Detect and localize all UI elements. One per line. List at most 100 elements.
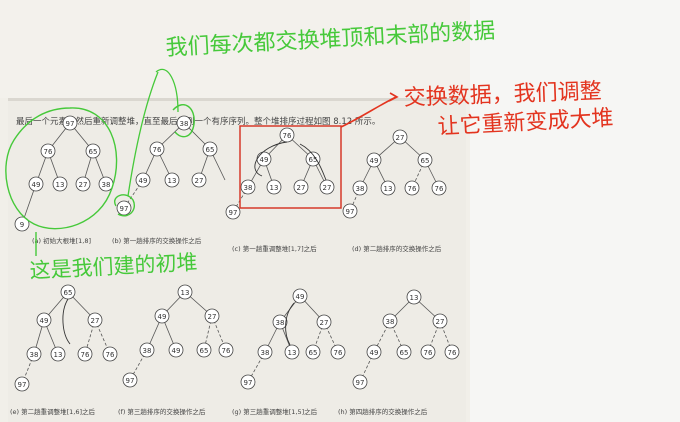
node: 13 [164,172,180,188]
node: 13 [266,179,282,195]
svg-text:49: 49 [370,157,379,165]
svg-text:65: 65 [206,146,215,154]
svg-text:13: 13 [56,181,65,189]
caption-g: (g) 第三趟重调整堆[1,5]之后 [232,407,318,416]
heap-g-nodes: 49 38 27 38 13 65 76 97 [240,288,346,390]
node: 49 [366,344,382,360]
node: 27 [204,308,220,324]
svg-text:97: 97 [346,208,355,216]
heap-g [247,295,339,383]
svg-text:27: 27 [297,184,306,192]
node: 27 [392,129,408,145]
green-loop-bottom [114,194,135,217]
node: 65 [60,284,76,300]
node: 13 [406,289,422,305]
node: 65 [202,141,218,157]
node: 38 [98,176,114,192]
heap-c [232,134,328,213]
handwritten-note-top: 我们每次都交换堆顶和末部的数据 [165,19,496,61]
intro-text: 最后一个元素，然后重新调整堆，直至最后得到一个有序序列。整个堆排序过程如图 8.… [16,116,380,127]
node: 97 [116,200,132,216]
node: 76 [330,344,346,360]
node: 27 [293,179,309,195]
svg-text:76: 76 [44,148,53,156]
node: 49 [292,288,308,304]
heap-f [129,291,227,381]
svg-text:49: 49 [158,313,167,321]
caption-b: (b) 第一趟排序的交换操作之后 [112,236,202,245]
node: 38 [240,179,256,195]
node: 27 [87,312,103,328]
svg-text:27: 27 [396,134,405,142]
svg-text:13: 13 [410,294,419,302]
svg-text:27: 27 [195,177,204,185]
svg-text:76: 76 [106,351,115,359]
node: 13 [284,344,300,360]
node: 76 [102,346,118,362]
heap-f-nodes: 13 49 27 38 49 65 76 97 [122,284,234,388]
node: 38 [176,115,192,131]
node: 97 [342,203,358,219]
svg-text:76: 76 [81,351,90,359]
green-loop-top [172,104,195,138]
node: 27 [432,313,448,329]
caption-e: (e) 第二趟重调整堆[1,6]之后 [10,407,96,416]
svg-text:13: 13 [168,177,177,185]
svg-text:27: 27 [323,184,332,192]
node: 97 [352,374,368,390]
svg-text:76: 76 [334,349,343,357]
node: 38 [26,346,42,362]
caption-a: (a) 初始大根堆[1,8] [32,236,91,245]
node: 97 [62,115,78,131]
svg-text:97: 97 [120,205,129,213]
node: 76 [77,346,93,362]
svg-text:13: 13 [288,349,297,357]
svg-text:38: 38 [244,184,253,192]
svg-text:97: 97 [66,120,75,128]
svg-text:38: 38 [180,120,189,128]
svg-text:65: 65 [400,349,409,357]
textbook-scan [8,98,466,422]
notebook-background [470,0,680,422]
svg-text:97: 97 [229,209,238,217]
node: 49 [366,152,382,168]
svg-text:13: 13 [54,351,63,359]
svg-text:65: 65 [200,347,209,355]
heap-b-nodes: 38 76 65 49 13 27 97 [116,115,218,216]
handwritten-note-left: 这是我们建的初堆 [29,250,198,283]
swap-arrow-g [285,302,295,346]
svg-text:97: 97 [244,379,253,387]
handwritten-note-right-2: 让它重新变成大堆 [437,106,614,140]
svg-text:38: 38 [261,349,270,357]
node: 76 [431,180,447,196]
node: 97 [240,374,256,390]
svg-text:38: 38 [102,181,111,189]
node: 27 [75,176,91,192]
node: 9 [14,216,30,232]
node: 13 [177,284,193,300]
svg-text:49: 49 [370,349,379,357]
svg-text:38: 38 [30,351,39,359]
svg-text:27: 27 [320,319,329,327]
caption-f: (f) 第三趟排序的交换操作之后 [118,407,206,416]
green-connector [127,71,159,197]
svg-text:65: 65 [64,289,73,297]
green-loop-initial-heap [5,107,118,230]
heap-d [349,136,440,212]
red-arrowhead [388,92,399,102]
node: 49 [256,151,272,167]
svg-text:97: 97 [356,379,365,387]
svg-text:65: 65 [89,148,98,156]
node: 27 [191,172,207,188]
caption-c: (c) 第一趟重调整堆[1,7]之后 [232,244,317,253]
green-connector-2 [155,68,179,113]
svg-text:76: 76 [435,185,444,193]
red-highlight-box [239,125,342,209]
svg-text:38: 38 [356,185,365,193]
svg-text:97: 97 [126,377,135,385]
node: 65 [417,152,433,168]
node: 38 [382,313,398,329]
node: 49 [36,312,52,328]
svg-text:27: 27 [91,317,100,325]
